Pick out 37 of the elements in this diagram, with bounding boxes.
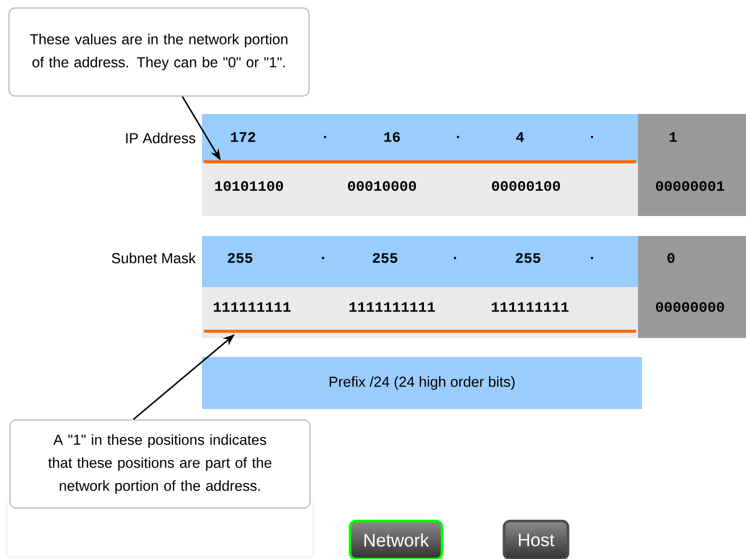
address-value: 1 [670,132,677,142]
address-value: 255 [372,253,398,263]
address-value: . [456,136,460,138]
address-value: . [590,136,594,138]
address-band [638,114,746,216]
address-value: 00010000 [348,181,416,191]
address-value: 255 [516,253,540,263]
row-label: Subnet Mask [112,252,196,264]
address-band [202,287,638,338]
address-value: 111111111 [492,302,569,312]
address-value: 00000001 [656,181,724,191]
address-value: 16 [384,132,400,142]
address-value: 111111111 [214,302,291,312]
prefix-band: Prefix /24 (24 high order bits) [202,357,642,409]
address-value: 00000000 [656,302,724,312]
address-value: 1111111111 [349,302,435,312]
underline-bar [204,330,636,333]
address-value: 255 [228,253,252,263]
row-label: IP Address [126,132,196,144]
underline-bar [204,160,636,164]
address-value: . [590,256,594,260]
address-band [638,236,746,338]
address-value: . [454,256,456,260]
callout-box: These values are in the network portion of the address. They can be "0" or "1". [8,7,310,97]
address-value: . [324,136,326,138]
address-value: 0 [668,253,675,263]
toggle-button: Network [348,520,444,559]
address-value: 4 [516,132,524,142]
address-value: 00000100 [492,181,560,191]
callout-box: A "1" in these positions indicates that these positions are part of the network portion of the address. [9,419,311,509]
address-band [202,114,638,163]
address-band [202,163,638,216]
address-value: . [322,256,324,260]
address-value: 172 [230,132,256,142]
address-value: 10101100 [215,181,283,191]
toggle-button: Host [502,520,570,559]
address-band [202,236,638,287]
